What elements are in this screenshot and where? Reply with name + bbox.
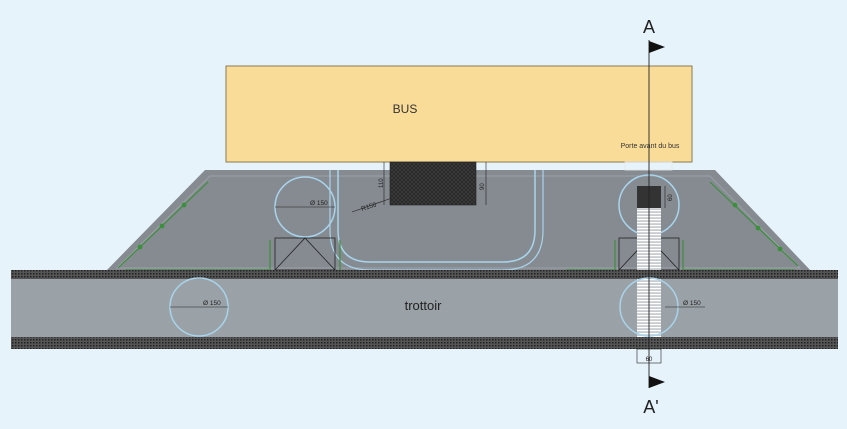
section-flag-top (649, 41, 665, 53)
dim-60-right: 60 (668, 194, 674, 201)
section-label-bottom: A' (643, 397, 658, 417)
section-flag-bottom (649, 376, 665, 388)
sidewalk (11, 279, 838, 337)
front-door-label: Porte avant du bus (621, 143, 680, 150)
dim-diameter-sidewalk-right: Ø 150 (683, 300, 701, 307)
platform (105, 170, 812, 272)
dim-diameter-left: Ø 150 (310, 200, 328, 207)
dim-diameter-sidewalk-left: Ø 150 (203, 300, 221, 307)
radius-label: R150 (360, 201, 377, 213)
bus-label: BUS (393, 102, 418, 116)
waiting-area-tactile (389, 161, 477, 206)
sidewalk-back-edge (11, 337, 838, 349)
bus (225, 65, 693, 163)
platform-inner-edge (115, 175, 802, 269)
dim-90: 90 (480, 183, 486, 190)
dim-110: 110 (379, 178, 385, 188)
section-label-top: A (643, 17, 655, 37)
door-marker (624, 161, 673, 171)
curb-edge (11, 270, 838, 279)
sidewalk-label: trottoir (405, 298, 443, 313)
